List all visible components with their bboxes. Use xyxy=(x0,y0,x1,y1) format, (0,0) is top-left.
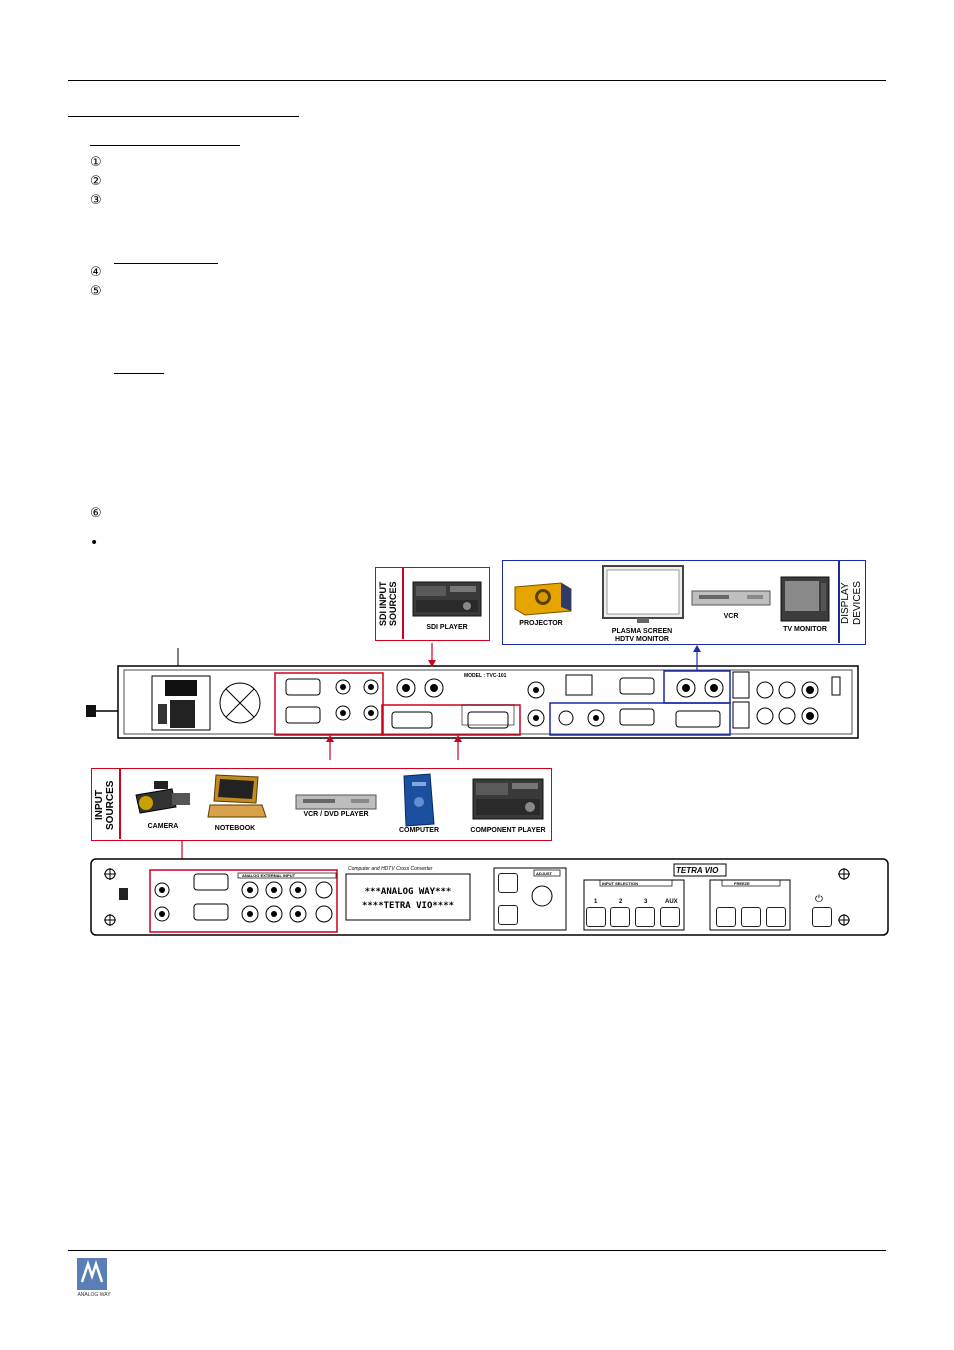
computer-label: COMPUTER xyxy=(398,827,440,834)
footer-rule xyxy=(68,1250,886,1251)
ext-input-label: ANALOG EXTERNAL INPUT xyxy=(242,873,296,878)
rear-model-label: MODEL : TVC-101 xyxy=(464,673,507,679)
input-2-label: 2 xyxy=(619,899,623,905)
notebook-icon xyxy=(207,774,267,818)
vcr-icon xyxy=(691,590,771,606)
freeze-button-2[interactable] xyxy=(741,907,761,927)
component-player-label: COMPONENT PLAYER xyxy=(470,827,546,834)
input-sources-box: INPUT SOURCES CAMERA NOTEBOOK VCR / DVD … xyxy=(91,768,552,841)
camera-label: CAMERA xyxy=(147,823,179,830)
analog-way-logo-text: ANALOG WAY xyxy=(77,1292,111,1298)
section-heading-underline xyxy=(68,116,299,117)
bullet-6: ⑥ xyxy=(90,506,102,521)
projector-icon xyxy=(514,582,572,616)
freeze-button-3[interactable] xyxy=(766,907,786,927)
power-button[interactable] xyxy=(812,907,832,927)
sdi-player-label: SDI PLAYER xyxy=(426,624,468,631)
bullet-4: ④ xyxy=(90,265,102,280)
projector-label: PROJECTOR xyxy=(519,620,563,627)
tv-monitor-icon xyxy=(780,576,830,622)
freeze-button-1[interactable] xyxy=(716,907,736,927)
bullet-1: ① xyxy=(90,155,102,170)
input-aux-label: AUX xyxy=(665,899,678,905)
subheading-underline xyxy=(90,145,240,146)
input-sources-header: INPUT SOURCES xyxy=(94,780,116,830)
tv-monitor-label: TV MONITOR xyxy=(783,626,827,633)
bullet-5: ⑤ xyxy=(90,284,102,299)
bullet-dot: • xyxy=(90,535,99,551)
input-aux-button[interactable] xyxy=(660,907,680,927)
subheading-underline-2 xyxy=(114,263,218,264)
adjust-bottom-button[interactable] xyxy=(498,905,518,925)
vcr-dvd-icon xyxy=(295,794,377,810)
adjust-top-button[interactable] xyxy=(498,873,518,893)
freeze-label: FREEZE xyxy=(734,881,750,886)
front-panel-drawing xyxy=(90,858,889,936)
front-display-line1: ***ANALOG WAY*** xyxy=(364,887,452,897)
input-selection-label: INPUT SELECTION xyxy=(602,881,639,886)
front-caption: Computer and HDTV Cross Converter xyxy=(348,866,433,872)
input-3-label: 3 xyxy=(644,899,648,905)
sdi-sources-box: SDI INPUT SOURCES SDI PLAYER xyxy=(375,567,490,641)
adjust-label: ADJUST xyxy=(536,871,553,876)
rear-panel-drawing xyxy=(86,643,859,760)
input-1-label: 1 xyxy=(594,899,598,905)
front-brand: TETRA VIO xyxy=(676,866,719,875)
input-2-button[interactable] xyxy=(610,907,630,927)
subheading-underline-3 xyxy=(114,373,164,374)
front-display-line2: ****TETRA VIO**** xyxy=(361,901,455,911)
header-rule xyxy=(68,80,886,81)
power-icon: ⏻ xyxy=(815,894,823,905)
component-player-icon xyxy=(472,778,544,820)
plasma-screen-icon xyxy=(602,565,684,623)
bullet-3: ③ xyxy=(90,193,102,208)
notebook-label: NOTEBOOK xyxy=(214,825,256,832)
camera-icon xyxy=(135,781,190,814)
input-1-button[interactable] xyxy=(586,907,606,927)
bullet-2: ② xyxy=(90,174,102,189)
vcr-dvd-label: VCR / DVD PLAYER xyxy=(303,811,369,818)
analog-way-logo-icon xyxy=(77,1258,107,1290)
input-3-button[interactable] xyxy=(635,907,655,927)
computer-icon xyxy=(403,773,435,827)
sdi-player-icon xyxy=(412,581,482,617)
vcr-label: VCR xyxy=(723,613,739,620)
